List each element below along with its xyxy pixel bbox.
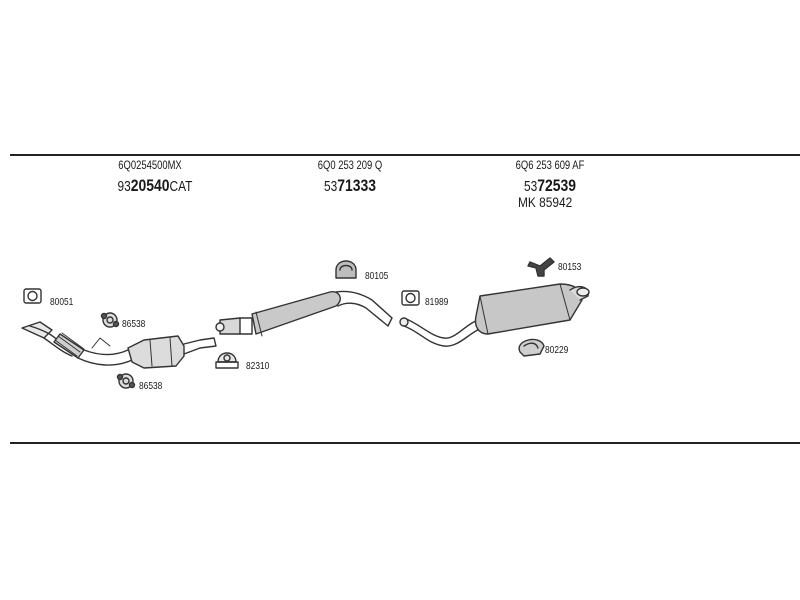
part-main: 20540 (130, 176, 170, 195)
part-number-rear: 5372539 (509, 176, 591, 196)
clamp-80229-icon (518, 338, 545, 357)
front-pipe-catalyst-icon (21, 321, 217, 369)
oe-number-middle: 6Q0 253 209 Q (317, 160, 383, 172)
label-80153: 80153 (558, 261, 582, 273)
label-86538-upper: 86538 (122, 318, 146, 330)
nut-86538-upper-icon (100, 312, 120, 328)
part-number-middle: 5371333 (309, 176, 391, 196)
clamp-82310-icon (215, 352, 239, 369)
top-divider (10, 154, 800, 156)
label-86538-lower: 86538 (139, 380, 163, 392)
part-suffix: CAT (169, 179, 193, 195)
part-prefix: 53 (323, 179, 338, 195)
oe-number-rear: 6Q6 253 609 AF (515, 160, 585, 172)
label-82310: 82310 (246, 360, 270, 372)
part-number-front: 9320540CAT (106, 176, 204, 196)
clamp-80051-icon (23, 288, 42, 304)
label-80105: 80105 (365, 270, 389, 282)
label-80051: 80051 (50, 296, 74, 308)
hanger-80105-icon (335, 260, 357, 279)
part-prefix: 53 (523, 179, 538, 195)
part-prefix: 93 (117, 179, 131, 195)
bottom-divider (10, 442, 800, 444)
nut-86538-lower-icon (116, 373, 136, 389)
label-80229: 80229 (545, 344, 569, 356)
part-main: 72539 (537, 176, 576, 195)
hanger-80153-icon (527, 257, 555, 277)
part-main: 71333 (337, 176, 376, 195)
clamp-81989-icon (401, 290, 420, 306)
oe-number-front: 6Q0254500MX (118, 160, 182, 172)
mk-part-number: MK 85942 (518, 194, 573, 210)
middle-silencer-icon (215, 290, 393, 337)
label-81989: 81989 (425, 296, 449, 308)
rear-silencer-icon (399, 283, 590, 347)
